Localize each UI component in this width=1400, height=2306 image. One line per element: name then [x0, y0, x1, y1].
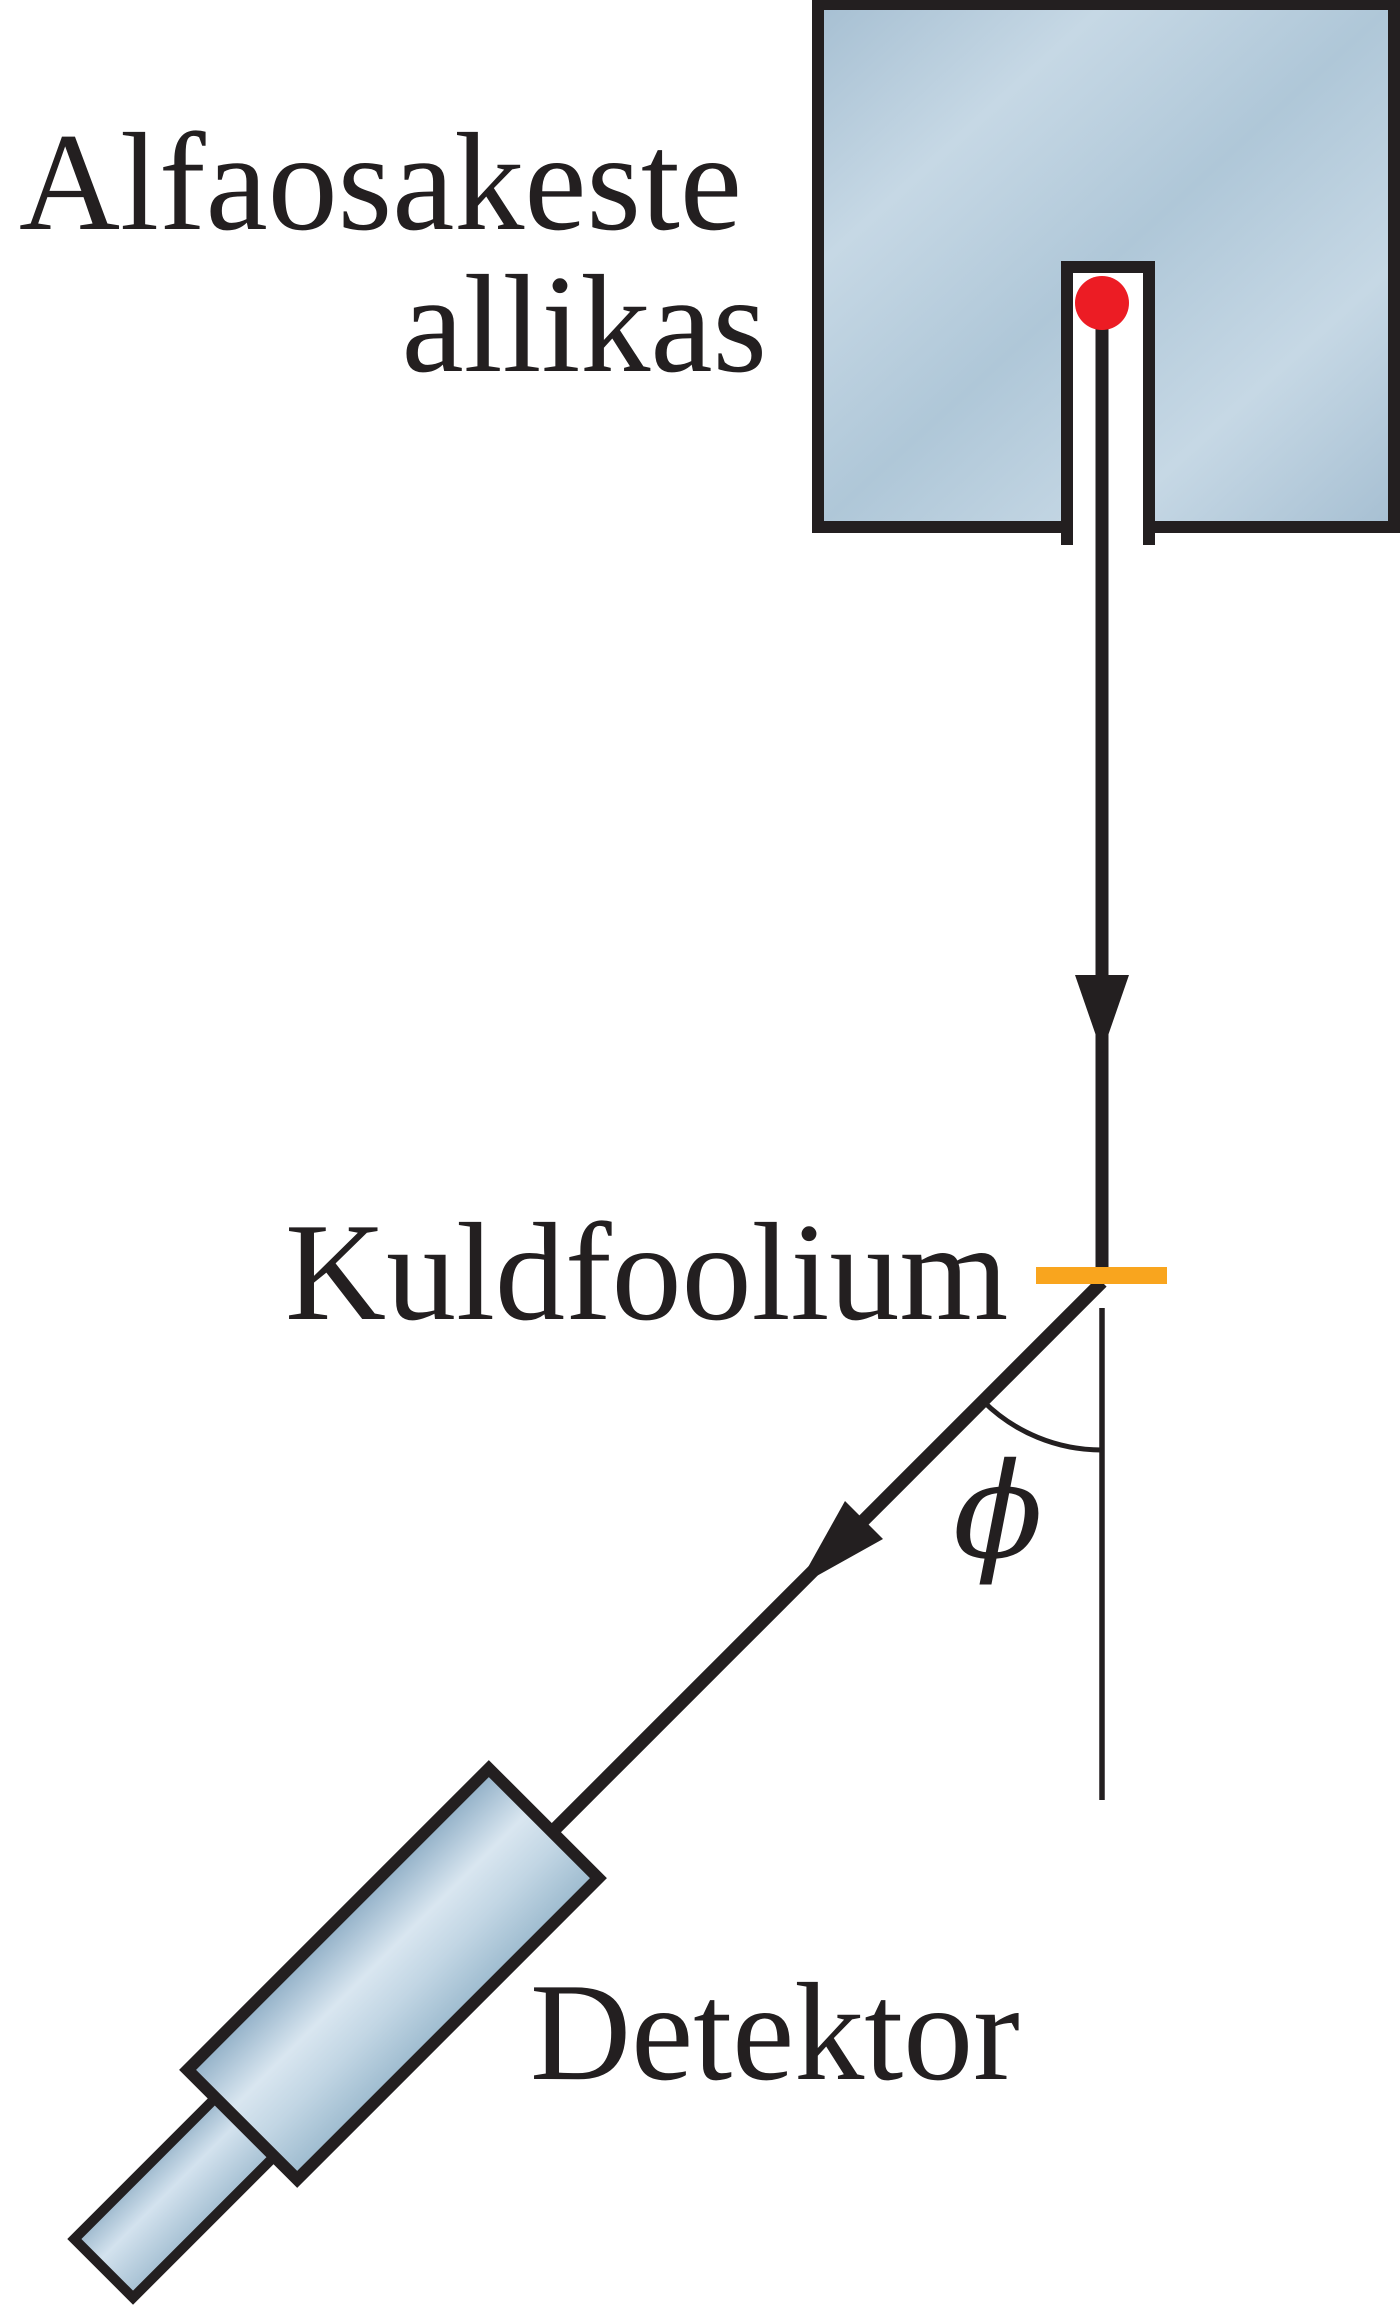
detector-body	[179, 1760, 607, 2188]
source-label-line1: Alfaosakeste	[18, 105, 742, 260]
alpha-particle-dot	[1075, 276, 1129, 330]
scattered-beam-arrowhead-icon	[797, 1501, 883, 1587]
gold-foil	[1036, 1267, 1167, 1284]
detector-body-group	[179, 1760, 607, 2188]
source-slot-walls	[1061, 261, 1155, 545]
source-label-line2: allikas	[401, 247, 767, 402]
scattered-beam-line	[457, 1277, 1107, 1927]
beam-arrowhead-icon	[1075, 975, 1129, 1053]
foil-label: Kuldfoolium	[285, 1195, 1009, 1350]
angle-arc	[981, 1399, 1103, 1453]
angle-phi-label: ϕ	[953, 1435, 1043, 1589]
detector-label: Detektor	[530, 1955, 1020, 2110]
